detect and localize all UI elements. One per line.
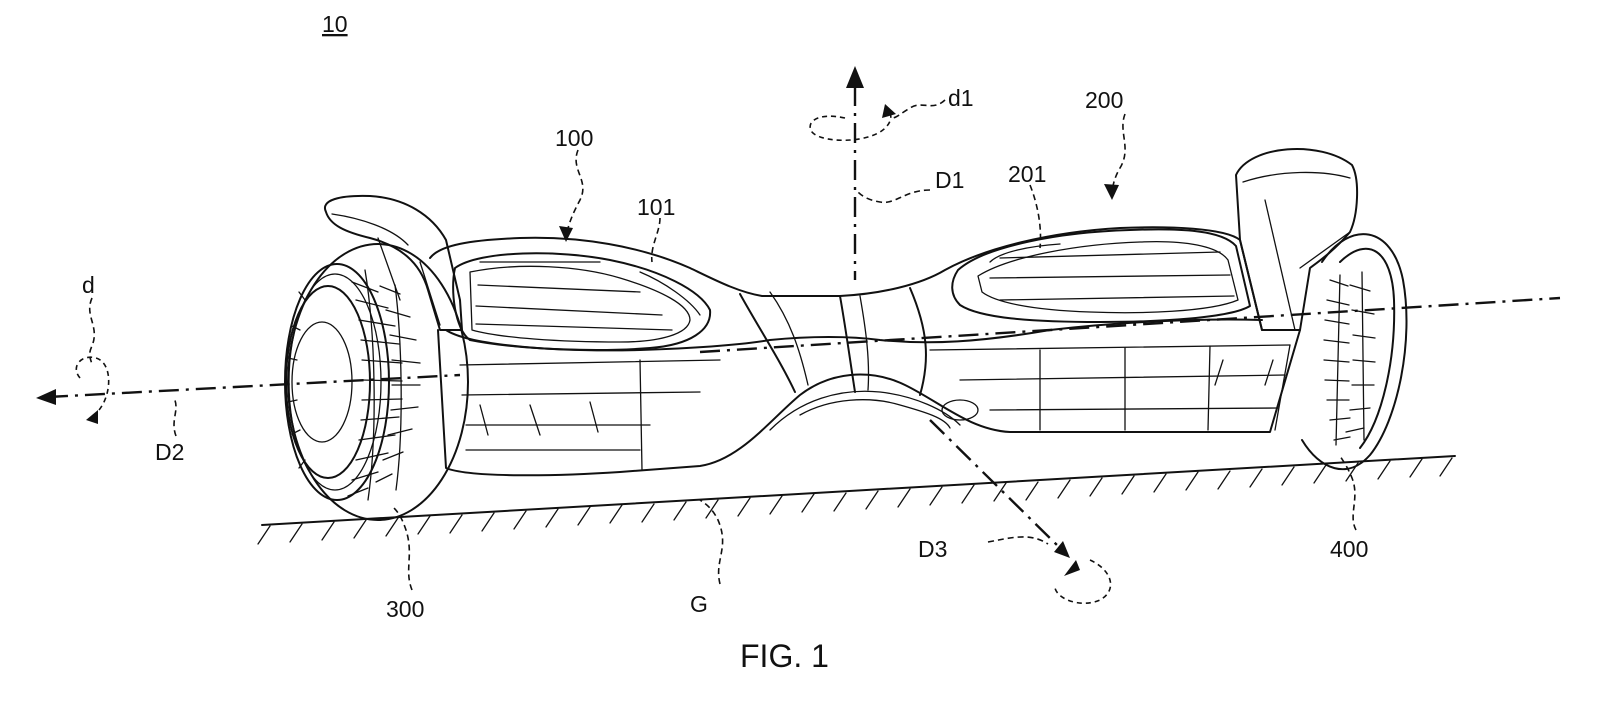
axis-d1-label: D1 (935, 167, 964, 193)
axis-d2-label: D2 (155, 439, 184, 465)
part-400-label: 400 (1330, 536, 1368, 562)
rotation-d-label: d (82, 272, 95, 298)
part-100-label: 100 (555, 125, 593, 151)
axis-d2-line (36, 298, 1560, 405)
scooter-body (430, 227, 1300, 475)
left-fender (325, 196, 462, 330)
rotation-d-arrow (76, 357, 108, 424)
rotation-d3-arrow (1055, 560, 1111, 603)
ground-surface (258, 456, 1455, 544)
axis-d3-label: D3 (918, 536, 947, 562)
rotation-d1-label: d1 (948, 85, 974, 111)
right-wheel (1302, 234, 1407, 469)
part-300-label: 300 (386, 596, 424, 622)
ground-label: G (690, 591, 708, 617)
part-101-label: 101 (637, 194, 675, 220)
assembly-ref-label: 10 (322, 11, 348, 37)
part-200-label: 200 (1085, 87, 1123, 113)
part-201-label: 201 (1008, 161, 1046, 187)
axis-d1-line (846, 66, 864, 280)
rotation-d1-arrow (810, 104, 896, 140)
figure-caption: FIG. 1 (740, 638, 829, 674)
axis-d3-line (930, 420, 1070, 558)
